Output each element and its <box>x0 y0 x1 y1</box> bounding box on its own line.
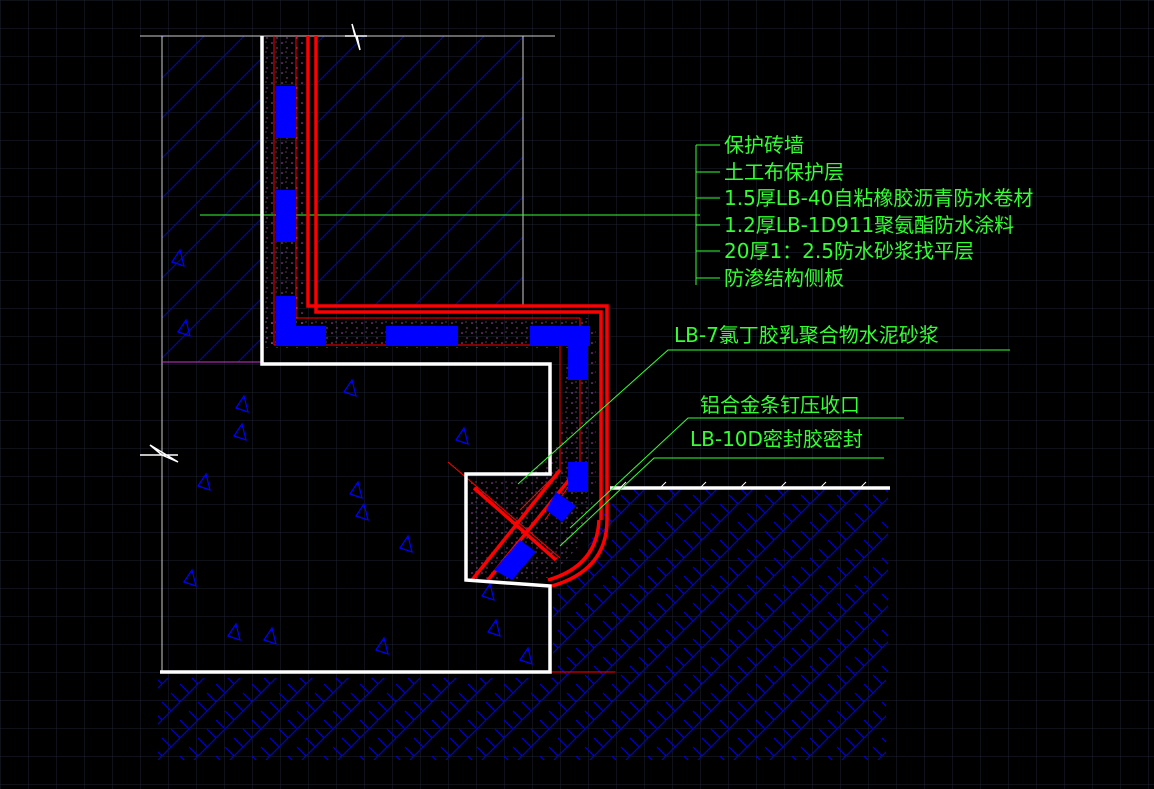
leader-lines <box>517 144 1010 547</box>
structure-outline <box>160 36 890 674</box>
brick-wall-hatch <box>162 36 523 362</box>
protection-blocks <box>276 86 590 580</box>
label-geotextile: 土工布保护层 <box>724 160 844 184</box>
label-aluminum-strip: 铝合金条钉压收口 <box>700 393 860 417</box>
waterproof-layers <box>306 36 609 588</box>
soil-hatch <box>158 490 888 760</box>
labels: 保护砖墙 土工布保护层 1.5厚LB-40自粘橡胶沥青防水卷材 1.2厚LB-1… <box>674 133 1033 451</box>
ground-ticks <box>619 481 867 489</box>
label-sealant: LB-10D密封胶密封 <box>690 427 863 451</box>
label-side-wall: 防渗结构侧板 <box>724 266 844 290</box>
label-brick-wall: 保护砖墙 <box>724 133 804 157</box>
break-mark-icon <box>140 23 367 463</box>
label-polymer-mortar: LB-7氯丁胶乳聚合物水泥砂浆 <box>674 323 939 347</box>
concrete-triangle-icon <box>171 248 533 665</box>
label-mortar-level: 20厚1：2.5防水砂浆找平层 <box>724 239 974 263</box>
label-coating: 1.2厚LB-1D911聚氨酯防水涂料 <box>724 213 1014 237</box>
brick-wall-outline <box>140 35 700 672</box>
label-membrane: 1.5厚LB-40自粘橡胶沥青防水卷材 <box>724 186 1033 210</box>
